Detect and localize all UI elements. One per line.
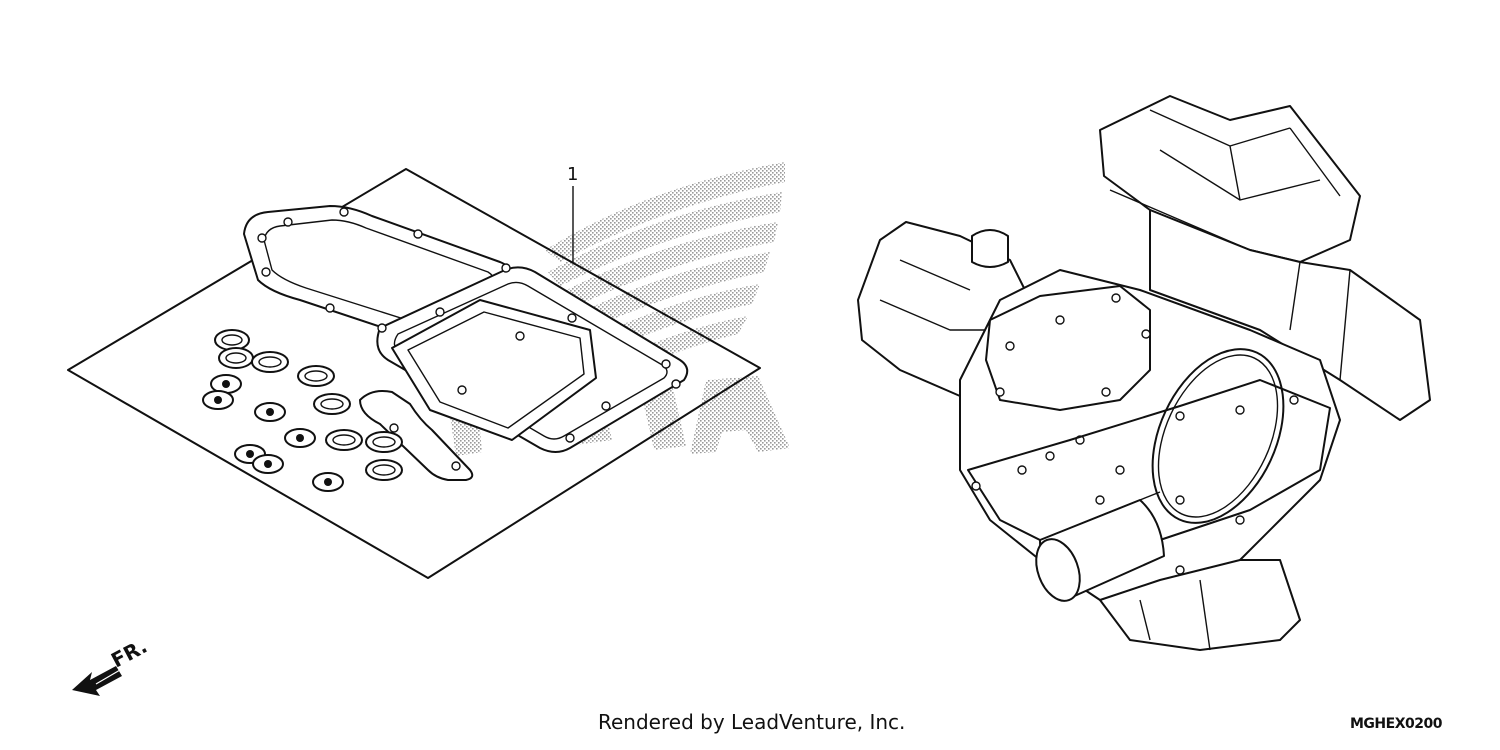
engine-illustration (857, 95, 1431, 651)
render-credit: Rendered by LeadVenture, Inc. (598, 710, 906, 734)
gasket-bolt-holes (257, 207, 681, 471)
oil-filler-neck (971, 229, 1009, 268)
gasket-kit: 1 (67, 164, 761, 579)
oil-pan (1099, 559, 1301, 651)
clutch-cover-o-ring (1151, 348, 1285, 524)
wing-logo-watermark (450, 162, 790, 456)
cylinder-block-rear (1149, 209, 1431, 421)
gasket-bag-outline (67, 168, 761, 579)
front-direction-arrow-icon: FR. (72, 634, 151, 696)
inner-gasket (391, 299, 597, 441)
front-direction-label: FR. (107, 634, 151, 673)
generator-cover-gasket (985, 285, 1151, 411)
cover-bolt-holes (995, 293, 1151, 475)
callout-1-label: 1 (567, 164, 578, 185)
small-gasket (359, 390, 474, 481)
crankcase (959, 269, 1341, 621)
cylinder-head-cover (1099, 95, 1361, 263)
diagram-code: MGHEX0200 (1350, 716, 1442, 732)
o-rings-and-seals (202, 329, 403, 492)
